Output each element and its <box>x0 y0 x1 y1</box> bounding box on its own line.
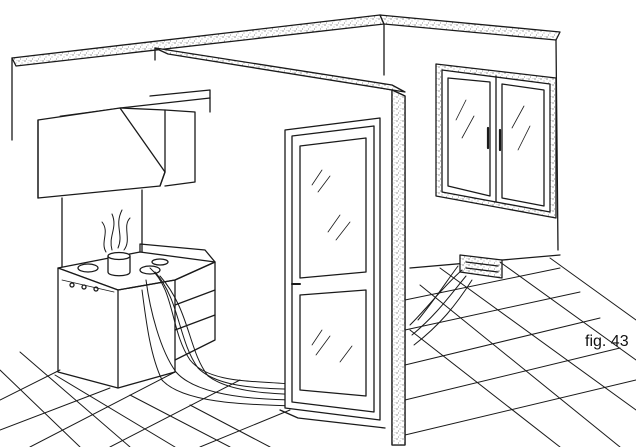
range-hood <box>38 90 210 198</box>
air-flow-lines-vent <box>410 266 472 345</box>
cooking-range <box>58 244 215 388</box>
steam-lines <box>102 210 130 252</box>
figure-caption: fig. 43 <box>585 333 629 351</box>
floor-vent <box>460 255 502 278</box>
door <box>280 118 385 428</box>
pot <box>108 253 130 276</box>
window <box>436 64 556 218</box>
